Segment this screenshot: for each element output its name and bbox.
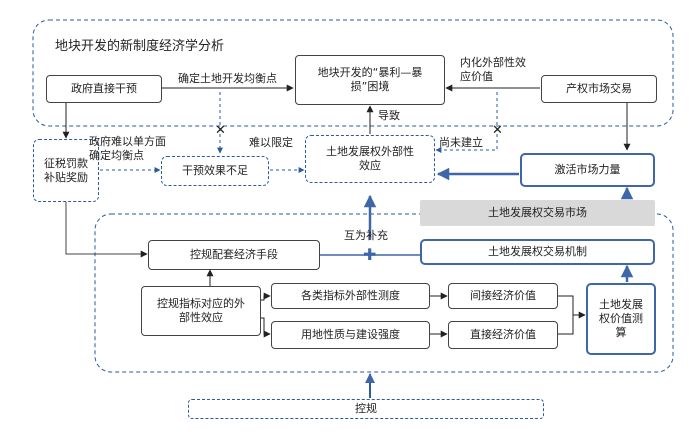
plus-icon: ✚ — [363, 245, 377, 264]
diagram-title: 地块开发的新制度经济学分析 — [55, 39, 225, 54]
node-econ-means: 控规配套经济手段 — [148, 240, 320, 270]
node-tax: 征税罚款补贴奖励 — [33, 139, 99, 202]
label-equilibrium: 确定土地开发均衡点 — [178, 72, 277, 85]
cross-mark-right: ✕ — [492, 123, 503, 138]
label-hard-limit: 难以限定 — [249, 136, 293, 149]
node-control: 控规 — [188, 399, 544, 419]
cross-mark-left: ✕ — [215, 123, 226, 138]
label-not-built: 尚未建立 — [439, 136, 483, 149]
node-indirect: 间接经济价值 — [448, 283, 558, 309]
edge-indicator-measure — [261, 292, 271, 301]
top-frame — [32, 19, 674, 127]
node-direct: 直接经济价值 — [448, 321, 558, 349]
label-complement: 互为补充 — [344, 229, 388, 242]
node-trade-mech: 土地发展权交易机制 — [420, 239, 655, 265]
node-measure: 各类指标外部性测度 — [271, 283, 430, 309]
node-ineffective: 干预效果不足 — [161, 156, 269, 186]
node-landuse: 用地性质与建设强度 — [271, 321, 430, 349]
node-externality: 土地发展权外部性效应 — [305, 135, 435, 183]
node-valuation: 土地发展权价值测算 — [586, 283, 656, 355]
label-lead-to: 导致 — [378, 109, 400, 122]
node-dilemma: 地块开发的“暴利—暴损”困境 — [295, 55, 445, 105]
node-indicator: 控规指标对应的外部性效应 — [141, 286, 261, 336]
edge-values-valuation — [558, 295, 574, 335]
label-gov-hard: 政府难以单方面确定均衡点 — [89, 135, 166, 162]
edge-tax-econ — [65, 202, 148, 258]
node-market: 产权市场交易 — [541, 75, 657, 103]
node-trade-market: 土地发展权交易市场 — [420, 200, 655, 226]
edge-internalize-externality — [435, 92, 498, 153]
label-internalize: 内化外部性效应价值 — [460, 56, 526, 83]
node-gov: 政府直接干预 — [46, 75, 162, 103]
edge-indicator-landuse — [261, 317, 271, 338]
node-stimulate: 激活市场力量 — [520, 153, 655, 187]
bottom-frame — [94, 213, 674, 373]
